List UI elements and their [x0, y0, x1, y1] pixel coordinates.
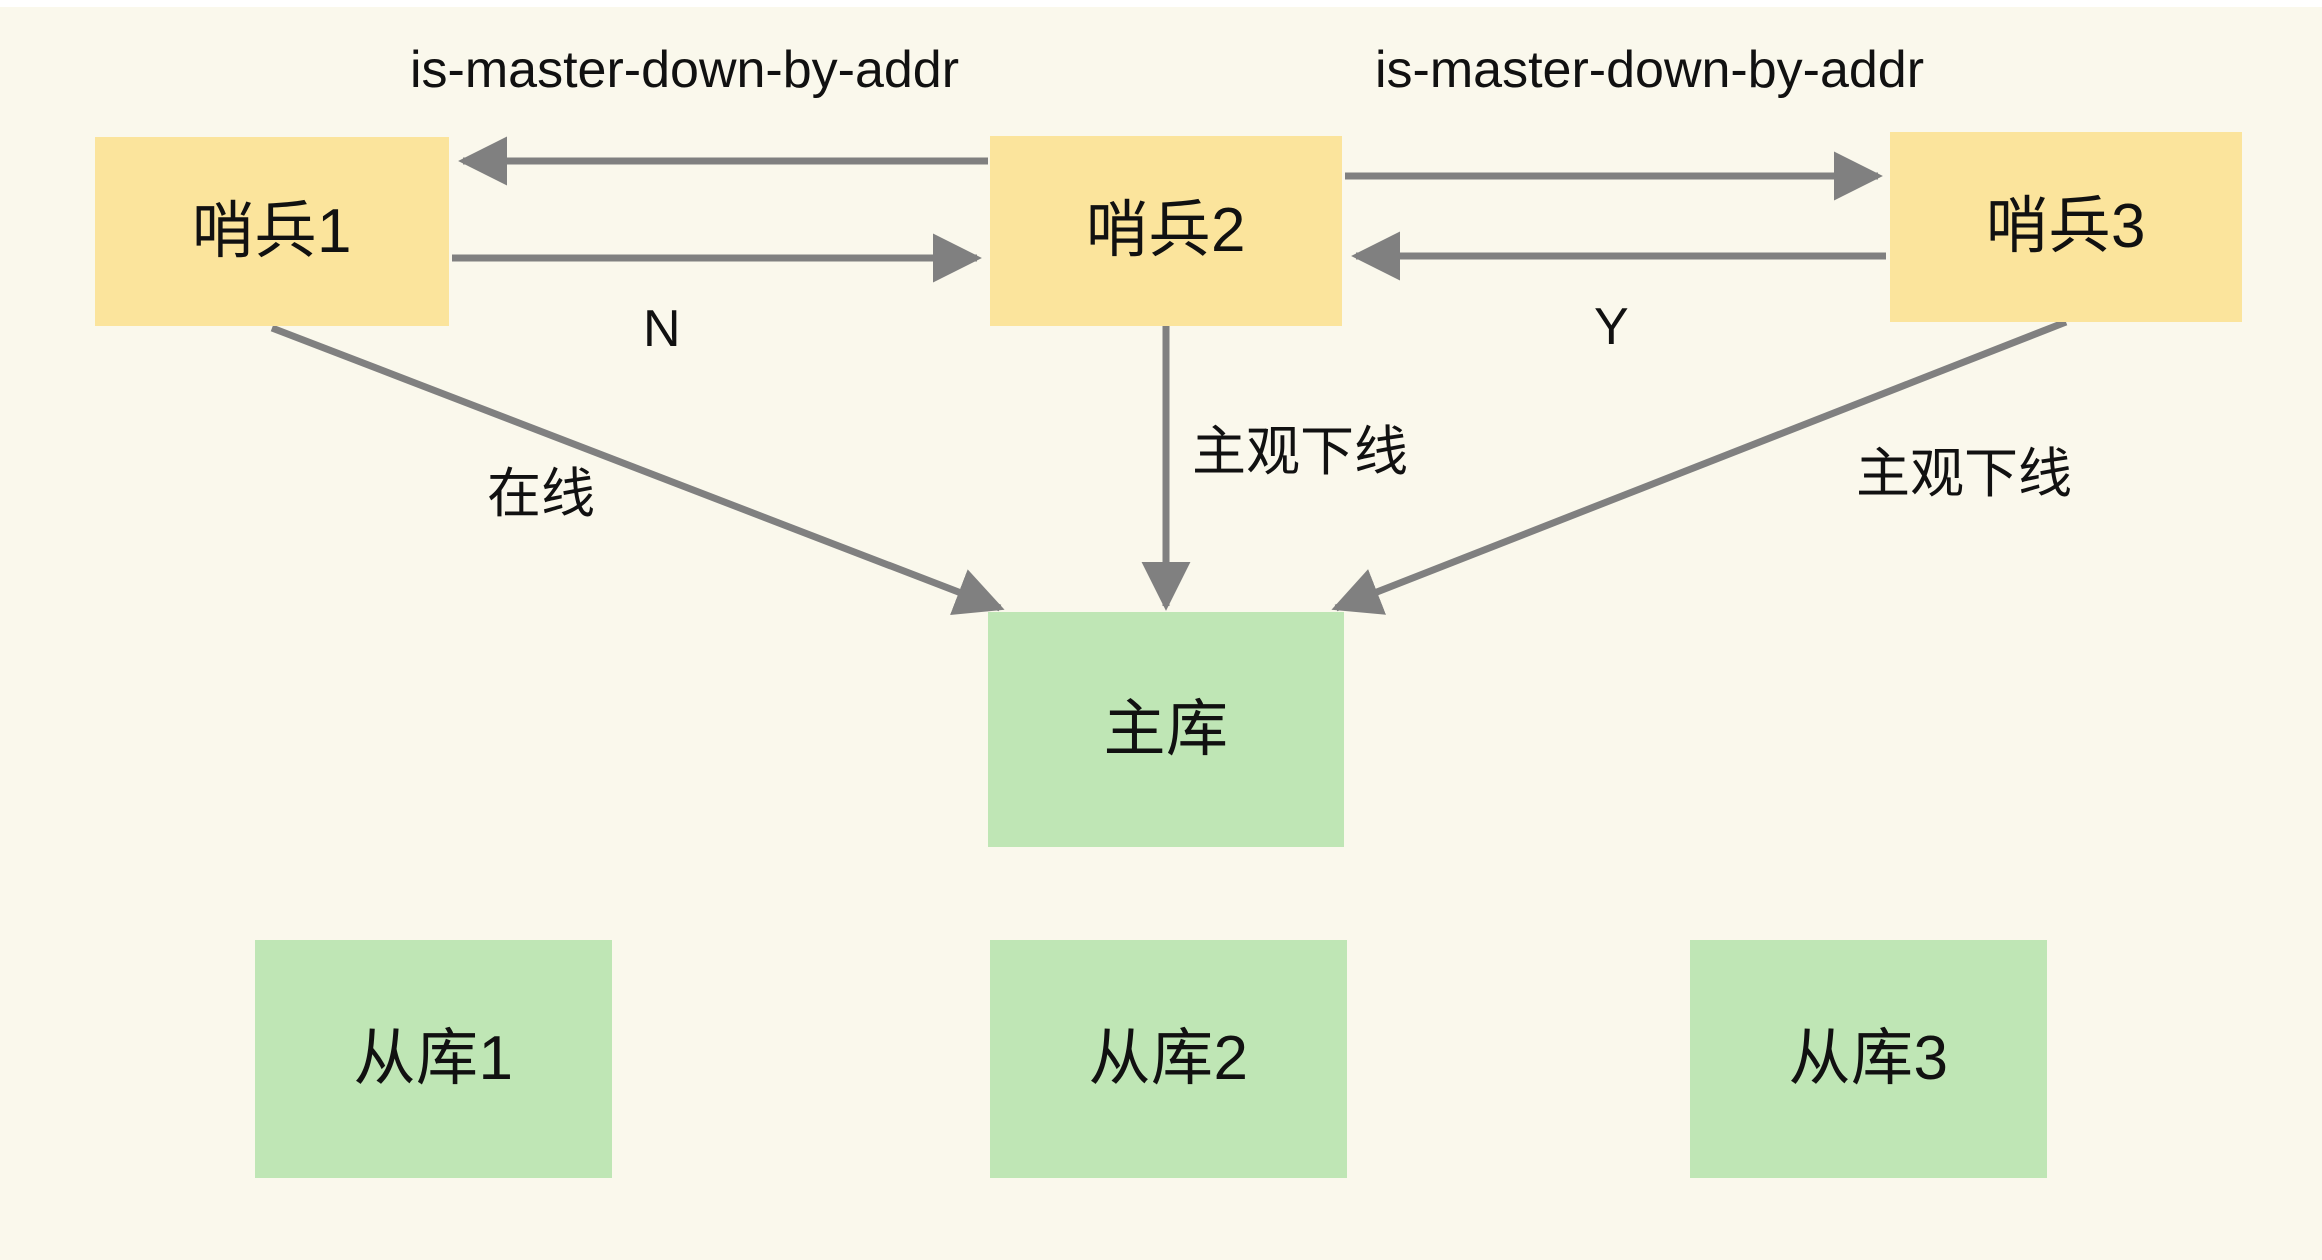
- edge-label-cmd-left: is-master-down-by-addr: [410, 44, 959, 96]
- edge-label-cmd-right-text: is-master-down-by-addr: [1375, 41, 1925, 99]
- node-master[interactable]: 主库: [988, 612, 1344, 847]
- edge-label-reply-n-text: N: [643, 300, 681, 358]
- node-sentinel2-label: 哨兵2: [1086, 196, 1246, 265]
- node-slave3-label: 从库3: [1788, 1024, 1949, 1093]
- edge-label-reply-n: N: [643, 303, 681, 355]
- edge-label-reply-y: Y: [1594, 301, 1629, 353]
- edge-sentinel1-to-master: [270, 324, 1005, 616]
- top-white-strip: [0, 0, 2322, 7]
- node-master-label: 主库: [1103, 694, 1229, 764]
- node-sentinel3[interactable]: 哨兵3: [1890, 132, 2242, 322]
- edge-sentinel3-to-master: [1331, 318, 2068, 615]
- edge-label-sentinel2-sdown-text: 主观下线: [1192, 422, 1408, 482]
- node-slave3[interactable]: 从库3: [1690, 940, 2047, 1178]
- edge-label-sentinel1-online-text: 在线: [487, 464, 595, 524]
- node-sentinel1[interactable]: 哨兵1: [95, 137, 449, 326]
- edge-label-sentinel2-sdown: 主观下线: [1192, 425, 1408, 479]
- node-slave2-label: 从库2: [1088, 1024, 1249, 1093]
- node-sentinel3-label: 哨兵3: [1986, 192, 2146, 261]
- edge-label-sentinel3-sdown-text: 主观下线: [1856, 444, 2072, 504]
- node-sentinel2[interactable]: 哨兵2: [990, 136, 1342, 326]
- node-slave2[interactable]: 从库2: [990, 940, 1347, 1178]
- node-sentinel1-label: 哨兵1: [192, 196, 352, 266]
- node-slave1[interactable]: 从库1: [255, 940, 612, 1178]
- edge-label-cmd-right: is-master-down-by-addr: [1375, 44, 1924, 96]
- edge-label-reply-y-text: Y: [1594, 298, 1629, 356]
- edge-label-sentinel1-online: 在线: [487, 467, 595, 521]
- node-slave1-label: 从库1: [353, 1024, 514, 1093]
- edge-label-sentinel3-sdown: 主观下线: [1856, 447, 2072, 501]
- edge-label-cmd-left-text: is-master-down-by-addr: [410, 41, 960, 99]
